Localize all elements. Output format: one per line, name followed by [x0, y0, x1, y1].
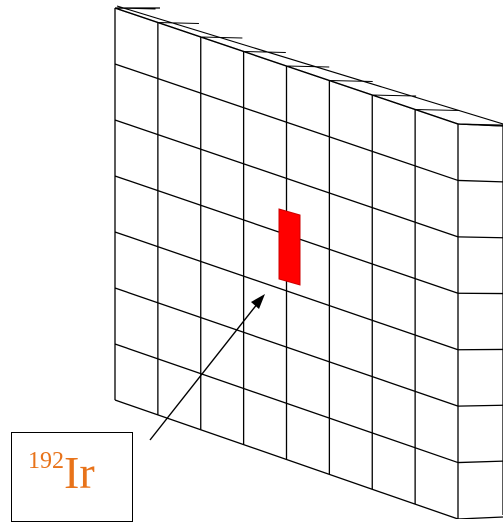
isotope-mass-number: 192	[28, 448, 64, 474]
top-face-divider	[415, 110, 459, 111]
isotope-label: 192Ir	[28, 449, 95, 496]
right-face-divider	[458, 180, 503, 181]
pointer-arrow	[150, 294, 265, 440]
grid-lines	[115, 6, 503, 519]
right-face-divider	[458, 237, 503, 238]
top-face-divider	[287, 66, 330, 67]
top-face-divider	[201, 37, 243, 38]
radiation-source	[279, 209, 300, 285]
top-face-divider	[158, 23, 199, 24]
top-face-divider	[244, 52, 286, 53]
right-face-divider	[458, 461, 503, 462]
right-face-divider	[458, 405, 503, 406]
isotope-label-box: 192Ir	[11, 432, 133, 522]
top-face-divider	[329, 81, 372, 82]
top-face-edge	[117, 6, 503, 124]
isotope-element-symbol: Ir	[64, 447, 95, 498]
